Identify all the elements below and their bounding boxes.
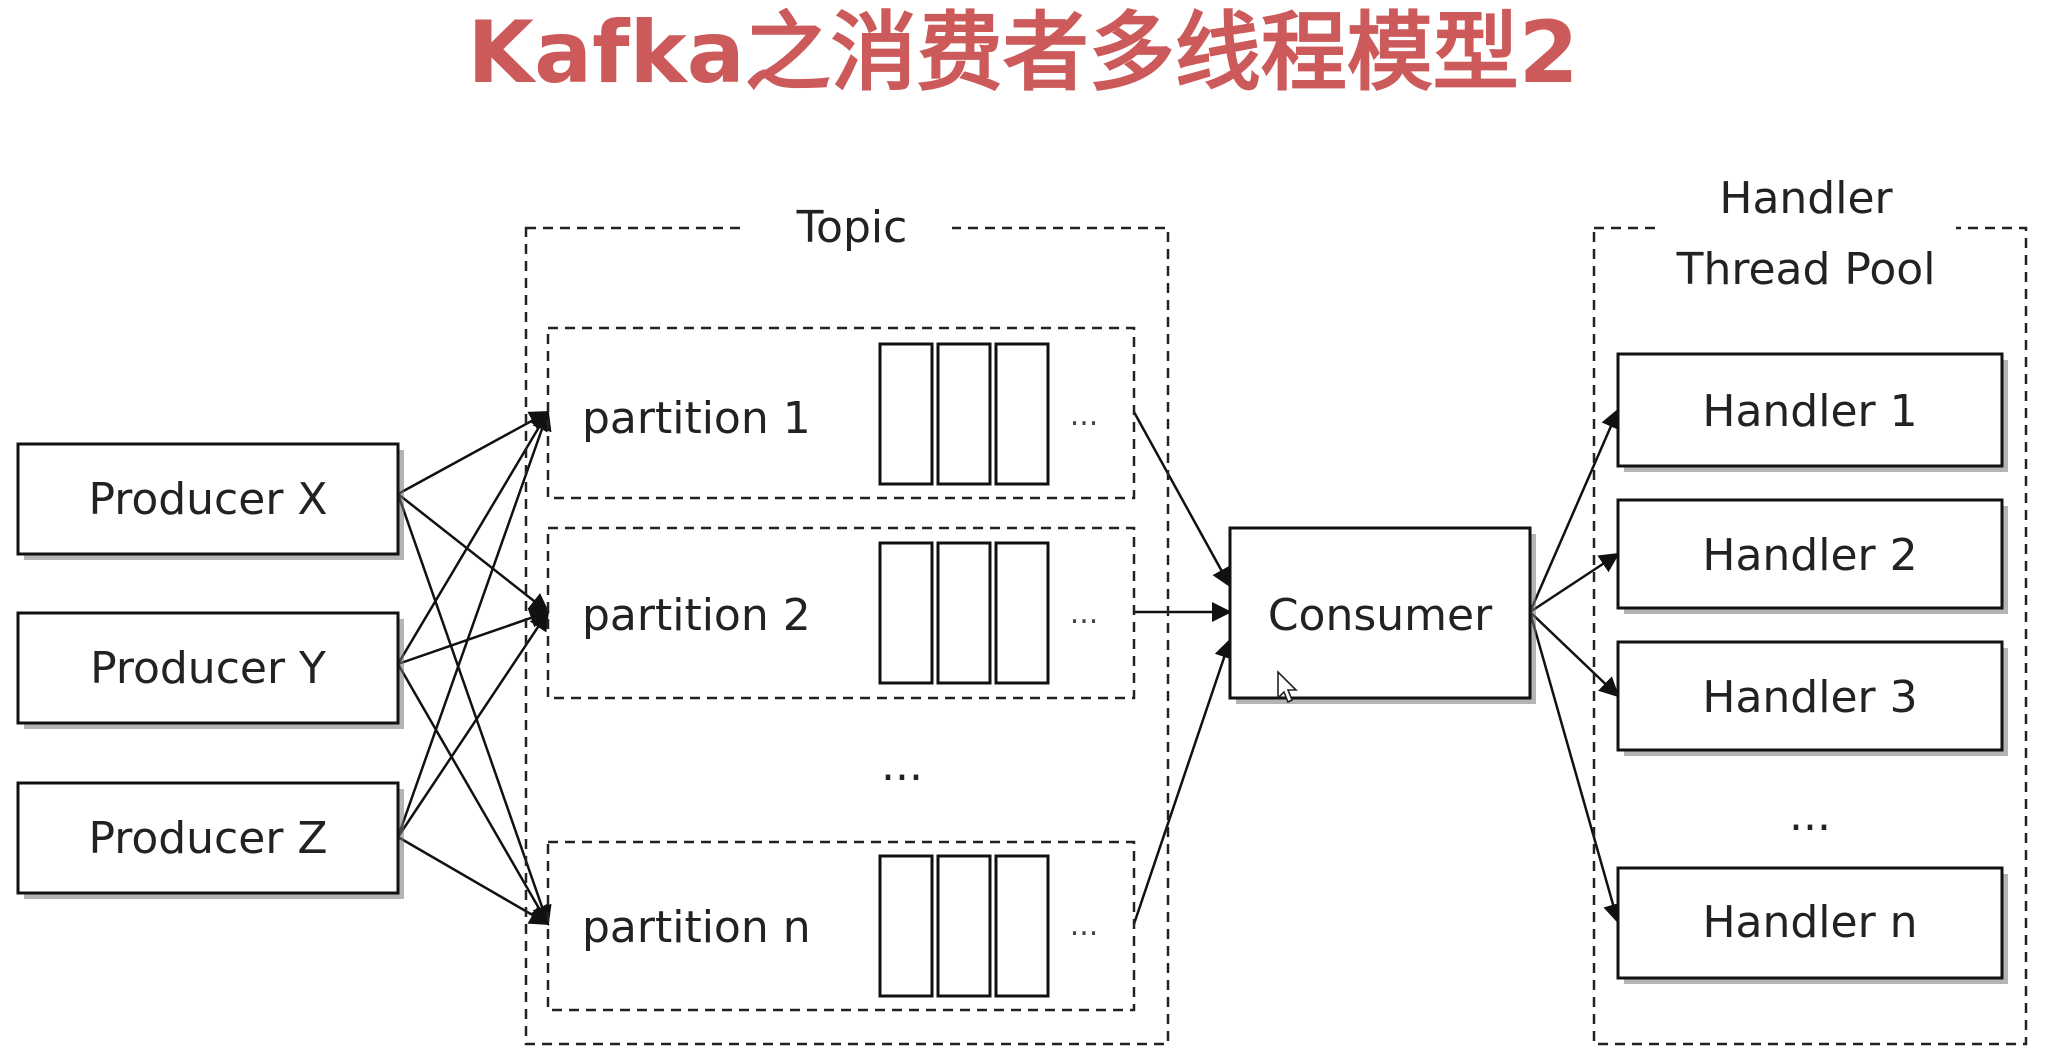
partition-to-consumer-edge — [1132, 638, 1234, 925]
partition-2-label: partition 2 — [582, 590, 811, 641]
producer-to-partition-edge — [397, 835, 550, 926]
producer-x-label: Producer X — [88, 474, 327, 525]
handler-3-node: Handler 3 — [1616, 640, 2008, 756]
producer-to-partition-edge — [396, 610, 550, 838]
partition-1-node: partition 1 ... — [546, 326, 1136, 500]
producer-z-node: Producer Z — [16, 781, 404, 899]
partition-n-queue-cell — [936, 854, 992, 998]
consumer-label: Consumer — [1268, 590, 1493, 641]
handler-3-label: Handler 3 — [1702, 672, 1917, 723]
consumer-to-handler-edge — [1528, 611, 1623, 924]
consumer-to-handler-edge — [1529, 552, 1620, 614]
partition-2-node: partition 2 ... — [546, 526, 1136, 700]
handler-pool-label-line2: Thread Pool — [1676, 244, 1936, 295]
partition-n-queue-cell — [878, 854, 934, 998]
producer-x-node: Producer X — [16, 442, 404, 560]
consumer-node: Consumer — [1228, 526, 1536, 704]
partition-2-queue-cell — [994, 541, 1050, 685]
page-title: Kafka之消费者多线程模型2 — [467, 3, 1578, 103]
partition-n-node: partition n ... — [546, 840, 1136, 1012]
partition-2-ellipsis: ... — [1070, 596, 1099, 631]
handler-1-label: Handler 1 — [1702, 386, 1917, 437]
topic-label: Topic — [796, 202, 908, 253]
partition-n-label: partition n — [582, 902, 811, 953]
producer-to-partition-edge — [396, 410, 550, 665]
partition-to-consumer-edge — [1132, 411, 1232, 588]
topic-group: Topic — [524, 200, 1170, 1046]
handler-gap-ellipsis: ... — [1789, 790, 1831, 841]
partition-1-label: partition 1 — [582, 393, 811, 444]
partition-gap-ellipsis: ... — [881, 740, 923, 791]
handler-pool-label-line1: Handler — [1719, 173, 1893, 224]
producer-z-label: Producer Z — [88, 813, 327, 864]
partition-n-queue-cell — [994, 854, 1050, 998]
mouse-pointer-icon — [1277, 670, 1298, 704]
partition-2-queue-cell — [878, 541, 934, 685]
consumer-to-handler-edge — [1528, 408, 1620, 613]
partition-1-queue-cell — [994, 342, 1050, 486]
handler-pool-group: Handler Thread Pool — [1592, 160, 2028, 1046]
producer-to-partition-edge — [396, 663, 550, 926]
producer-to-partition-edge — [397, 608, 550, 666]
producer-y-label: Producer Y — [90, 643, 326, 694]
producer-to-partition-edge — [396, 410, 552, 838]
handler-n-node: Handler n — [1616, 866, 2008, 984]
partition-n-ellipsis: ... — [1070, 908, 1099, 943]
partition-1-ellipsis: ... — [1070, 398, 1099, 433]
partition-2-queue-cell — [936, 541, 992, 685]
producer-to-partition-edge — [396, 493, 552, 926]
partition-1-queue-cell — [936, 342, 992, 486]
partition-1-queue-cell — [878, 342, 934, 486]
consumer-to-handler-edge — [1529, 611, 1620, 698]
producer-y-node: Producer Y — [16, 611, 404, 729]
handler-2-node: Handler 2 — [1616, 498, 2008, 614]
producer-to-partition-edge — [397, 493, 550, 614]
handler-n-label: Handler n — [1702, 897, 1917, 948]
handler-1-node: Handler 1 — [1616, 352, 2008, 472]
producer-to-partition-edge — [397, 410, 550, 496]
handler-2-label: Handler 2 — [1702, 530, 1917, 581]
connection-edges — [396, 408, 1623, 926]
